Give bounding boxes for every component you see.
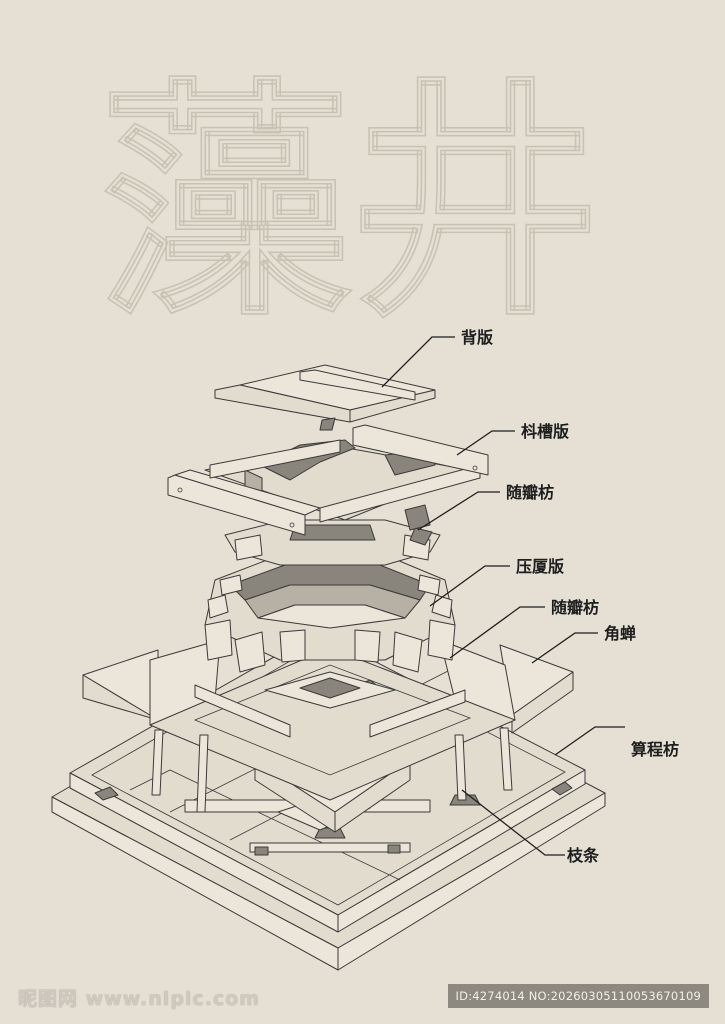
label-beiban: 背版 <box>461 328 493 347</box>
beiban-board <box>214 364 436 431</box>
leader-beiban <box>381 336 455 388</box>
leader-doucaoban <box>456 430 515 456</box>
label-suibanfang-upper: 随瓣枋 <box>506 483 554 502</box>
label-suibanfang-lower: 随瓣枋 <box>551 598 599 617</box>
doucaoban-frame <box>167 424 489 536</box>
watermark-id: ID:4274014 NO:20260305110053670109 <box>447 984 709 1008</box>
suibanfang-lower <box>149 647 516 813</box>
label-zhitiao: 枝条 <box>566 846 600 865</box>
label-jiaochan: 角蝉 <box>604 624 636 643</box>
label-suanchengfang: 算程枋 <box>631 740 679 759</box>
suibanfang-upper <box>224 519 441 566</box>
leader-suanchengfang <box>554 726 625 756</box>
label-doucaoban: 枓槽版 <box>521 422 569 441</box>
title: 藻井 <box>99 54 601 350</box>
leader-jiaochan <box>531 632 598 664</box>
leader-lines <box>381 336 625 856</box>
label-yashaban: 压厦版 <box>516 557 564 576</box>
leader-yashaban <box>429 565 510 607</box>
caisson-illustration <box>51 364 606 971</box>
leader-suibanfang-2 <box>449 606 545 659</box>
leader-zhitiao <box>461 789 565 856</box>
watermark-footer: 昵图网 www.nipic.com ID:4274014 NO:20260305… <box>0 980 725 1024</box>
yashaban-ring <box>204 554 456 673</box>
labels: 背版 枓槽版 随瓣枋 压厦版 随瓣枋 角蝉 算程枋 枝条 <box>461 328 679 865</box>
title-text: 藻井 <box>100 55 600 349</box>
leader-suibanfang-1 <box>417 491 500 531</box>
watermark-site: 昵图网 www.nipic.com <box>18 988 261 1010</box>
